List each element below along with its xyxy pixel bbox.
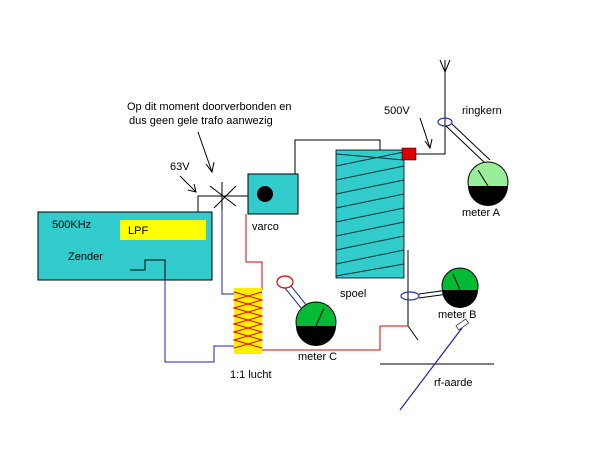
meter-a-gauge-icon xyxy=(467,161,509,206)
wire-coil-bottom-to-ground xyxy=(407,250,419,341)
label-zender: Zender xyxy=(68,251,103,263)
label-lpf: LPF xyxy=(128,225,148,237)
label-meter-c: meter C xyxy=(298,351,337,363)
wire-blue-top-to-trafo xyxy=(221,210,234,295)
wire-red-trafo-to-ground xyxy=(262,325,408,351)
wire-lpf-to-top xyxy=(197,195,222,212)
wire-blue-transmitter-to-trafo xyxy=(164,280,234,363)
varco-knob xyxy=(257,186,273,202)
antenna-icon xyxy=(439,59,451,74)
arrowhead-500v xyxy=(424,138,433,150)
meter-c-ring-icon xyxy=(276,275,294,289)
label-spoel: spoel xyxy=(340,288,366,300)
annotation-arrowhead xyxy=(205,161,215,174)
arrow-500v xyxy=(419,117,431,149)
annotation-line2: dus geen gele trafo aanwezig xyxy=(129,115,273,127)
meter-a-lead-2 xyxy=(451,123,491,161)
wire-coil-to-ringkern xyxy=(414,130,446,155)
meter-b-gauge-icon xyxy=(441,267,479,308)
arrow-63v xyxy=(179,175,197,193)
label-varco: varco xyxy=(252,221,279,233)
transformer-windings xyxy=(232,291,264,349)
lpf-box xyxy=(120,220,206,240)
meter-c-gauge-icon xyxy=(295,301,337,346)
cross-mark-2 xyxy=(213,185,237,209)
ground-stake-blue xyxy=(399,327,463,411)
spoel-windings xyxy=(335,151,405,277)
ground-stake-head xyxy=(455,318,470,331)
arrowhead-63v xyxy=(187,183,197,193)
annotation-arrow xyxy=(197,131,213,173)
label-meter-b: meter B xyxy=(438,309,477,321)
wire-red-varco-to-trafo xyxy=(245,214,263,290)
label-500v: 500V xyxy=(384,105,410,117)
label-ringkern: ringkern xyxy=(462,105,502,117)
meter-b-ring-icon xyxy=(400,291,420,301)
label-63v: 63V xyxy=(170,161,190,173)
wire-varco-to-coil-top xyxy=(294,139,381,175)
cross-mark-1 xyxy=(209,185,237,207)
label-500khz: 500KHz xyxy=(52,219,91,231)
ringkern-ring-icon xyxy=(437,117,453,127)
label-aarde: rf-aarde xyxy=(434,377,473,389)
meter-a-lead-1 xyxy=(445,125,487,165)
label-meter-a: meter A xyxy=(462,207,501,219)
spoel-coil-body xyxy=(335,149,405,279)
label-lucht: 1:1 lucht xyxy=(230,369,272,381)
annotation-line1: Op dit moment doorverbonden en xyxy=(127,101,292,113)
transmitter-output-connector xyxy=(130,259,166,280)
spoel-tap-marker xyxy=(401,147,417,161)
